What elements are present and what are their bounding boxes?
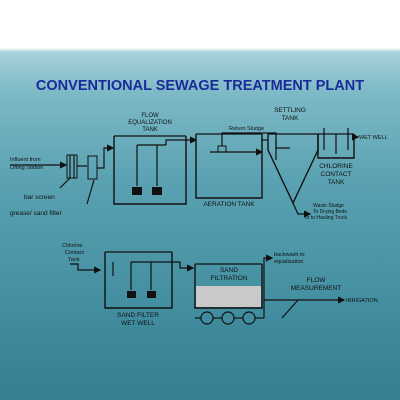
wet-well-pump-icon <box>127 291 136 298</box>
waste-sludge-label-1: Waste Sludge <box>313 203 344 209</box>
irrigation-label: IRRIGATION <box>346 298 378 304</box>
page-title: CONVENTIONAL SEWAGE TREATMENT PLANT <box>36 78 364 94</box>
bar-screen-symbol <box>66 154 78 179</box>
chlorine-tank-small-label-2: Contact <box>65 250 84 256</box>
wet-well-label: WET WELL <box>359 135 388 141</box>
flow-measurement-label-2: MEASUREMENT <box>291 285 342 292</box>
filter-media <box>196 286 261 307</box>
waste-sludge-label-3: or to Hauling Truck <box>305 215 347 221</box>
pump-icon <box>152 187 162 195</box>
backwash-label-1: backwash to <box>274 252 305 258</box>
settling-tank-label-1: SETTLING <box>274 107 306 114</box>
underdrain-icon <box>200 311 214 325</box>
chlorine-contact-tank <box>317 134 355 159</box>
aeration-tank-label: AERATION TANK <box>203 201 255 208</box>
bar-screen-label: bar screen <box>24 194 55 201</box>
bar-screen-pointer <box>59 177 71 189</box>
flow-measurement-label-1: FLOW <box>307 277 327 284</box>
wet-well-pump-icon <box>147 291 156 298</box>
sand-filter-wet-well-label-2: WET WELL <box>121 320 155 327</box>
return-sludge-line <box>221 132 290 149</box>
flow-equalization-tank <box>113 136 187 205</box>
influent-label-1: Influent from <box>10 157 41 163</box>
return-pump-icon <box>217 145 227 153</box>
waste-sludge-label-2: To Drying Beds <box>313 209 347 215</box>
settling-tank-label-2: TANK <box>282 115 300 122</box>
chlorine-contact-label-1: CHLORINE <box>319 163 353 170</box>
sand-filtration-label-2: FILTRATION <box>211 275 248 282</box>
sand-filtration-label-1: SAND <box>220 267 238 274</box>
chlorine-contact-label-3: TANK <box>328 179 346 186</box>
sand-filter-wet-well-label-1: SAND FILTER <box>117 312 159 319</box>
backwash-line <box>263 254 274 318</box>
sand-filtration-tank <box>194 264 263 309</box>
sand-filter-wet-well <box>104 252 173 309</box>
underdrain-icon <box>242 311 256 325</box>
flow-equalization-label-1: FLOW <box>141 113 159 119</box>
grease-filter-pointer <box>86 179 95 205</box>
influent-label-2: Lifting Station <box>10 165 43 171</box>
backwash-label-2: equalization <box>274 259 303 265</box>
chlorine-tank-small-label-3: Tank <box>68 257 80 263</box>
underdrain-icon <box>221 311 235 325</box>
pump-icon <box>132 187 142 195</box>
flow-equalization-label-2: EQUALIZATION <box>128 120 172 126</box>
grease-sand-filter-symbol <box>87 155 98 180</box>
aeration-tank <box>195 134 263 199</box>
chlorine-contact-label-2: CONTACT <box>321 171 352 178</box>
return-sludge-label: Return Sludge <box>229 126 264 132</box>
waste-sludge-line <box>292 202 312 218</box>
grease-sand-filter-label: grease/ sand filter <box>10 210 63 217</box>
flow-equalization-label-3: TANK <box>142 127 158 133</box>
chlorine-tank-small-label-1: Chlorine <box>62 243 82 249</box>
